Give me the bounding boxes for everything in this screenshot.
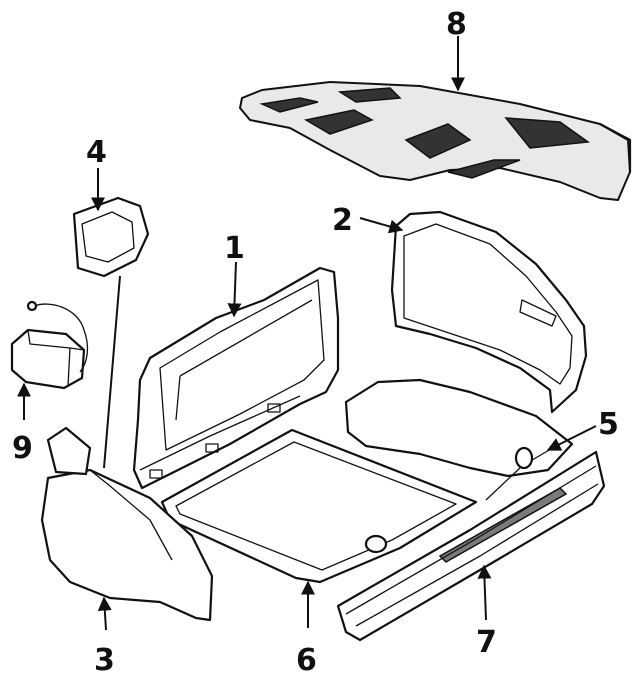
callout-6: 6 [296, 643, 317, 678]
trunk-floor-part-5 [344, 378, 574, 501]
callout-5: 5 [598, 407, 619, 442]
bracket-part-4 [72, 196, 150, 278]
floor-mat-part-6 [160, 428, 478, 584]
lamp-part-9 [10, 300, 89, 390]
leader-7 [477, 564, 492, 621]
leader-5 [546, 425, 597, 451]
trunk-lid-panel-part-8 [239, 81, 632, 201]
front-trim-panel-part-1 [132, 266, 340, 490]
leader-3 [97, 596, 112, 631]
sill-plate-part-7 [336, 450, 606, 642]
leader-1 [227, 261, 242, 318]
callout-7: 7 [476, 625, 497, 660]
leader-2 [359, 217, 404, 234]
callout-2: 2 [332, 203, 353, 238]
leader-4-guide [103, 275, 121, 469]
compartment-trim-part-3 [40, 426, 214, 622]
callout-8: 8 [446, 7, 467, 42]
side-trim-panel-part-2 [390, 210, 588, 414]
callout-1: 1 [224, 231, 245, 266]
callout-9: 9 [12, 431, 33, 466]
callout-4: 4 [86, 135, 107, 170]
callout-3: 3 [94, 643, 115, 678]
